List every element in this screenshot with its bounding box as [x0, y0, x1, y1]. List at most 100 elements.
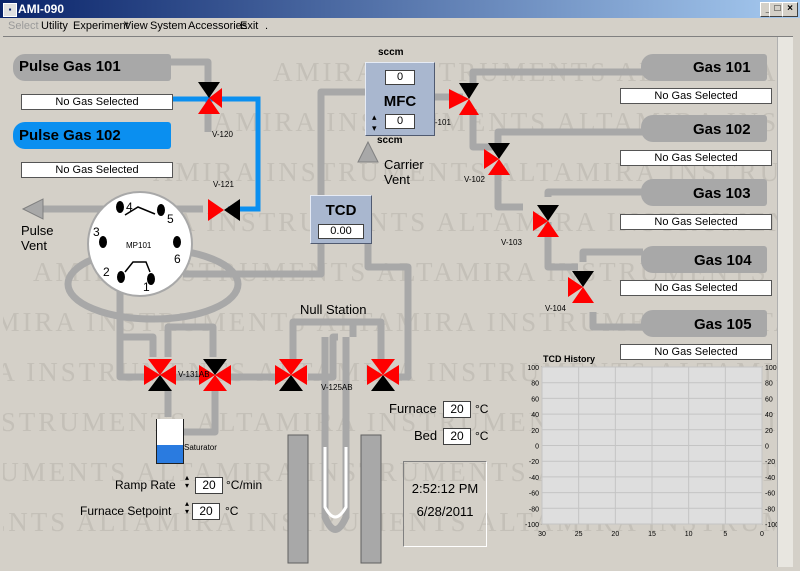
ramp-rate-stepper[interactable]: ▴▾	[185, 473, 190, 490]
y-tick-label: 60	[531, 396, 539, 403]
valve-v131b-icon[interactable]	[199, 357, 231, 393]
valve-label: V-104	[545, 304, 566, 313]
x-tick-label: 25	[575, 531, 583, 538]
port-label: 5	[167, 212, 174, 226]
valve-v125b-icon[interactable]	[367, 357, 399, 393]
furnace-setpoint-unit: °C	[225, 504, 239, 518]
valve-label: V-120	[212, 130, 233, 139]
furnace-label: Furnace	[389, 401, 437, 416]
mfc-unit-top: sccm	[378, 47, 404, 58]
gas-102-select[interactable]: No Gas Selected	[620, 150, 772, 166]
valve-v131a-icon[interactable]	[144, 357, 176, 393]
gas-102-label: Gas 102	[693, 121, 751, 138]
multiport-valve	[87, 191, 193, 297]
valve-label: V-131AB	[178, 370, 210, 379]
menu-system[interactable]: System	[150, 20, 187, 32]
valve-label: V-103	[501, 238, 522, 247]
main-panel: AMIRA INSTRUMENTS ALTAMIRA INSTRUMENTS A…	[3, 36, 793, 567]
tcd-box: TCD 0.00	[310, 195, 372, 244]
y2-tick-label: 100	[765, 365, 777, 372]
y2-tick-label: 20	[765, 428, 773, 435]
gas-103-tank[interactable]	[641, 179, 767, 206]
gas-105-tank[interactable]	[641, 310, 767, 337]
gas-102-tank[interactable]	[641, 115, 767, 142]
mfc-label: MFC	[383, 93, 417, 110]
ramp-rate-unit: °C/min	[226, 478, 263, 492]
valve-label: V-102	[464, 175, 485, 184]
y2-tick-label: 40	[765, 412, 773, 419]
y-tick-label: -100	[525, 522, 539, 529]
furnace-temp: 20	[443, 401, 471, 418]
menu-experiment[interactable]: Experiment	[73, 20, 129, 32]
x-tick-label: 0	[760, 531, 764, 538]
gas-104-tank[interactable]	[641, 246, 767, 273]
bed-temp: 20	[443, 428, 471, 445]
valve-v102-icon[interactable]	[484, 141, 514, 177]
valve-v121-icon[interactable]	[206, 197, 242, 223]
valve-v120-icon[interactable]	[196, 80, 222, 116]
y-tick-label: -20	[529, 459, 539, 466]
port-label: 2	[103, 265, 110, 279]
vertical-scrollbar[interactable]	[777, 37, 793, 567]
gas-104-label: Gas 104	[694, 252, 752, 269]
pulse-gas-101-label: Pulse Gas 101	[19, 58, 121, 75]
y-tick-label: -80	[529, 506, 539, 513]
pulse-vent-label: Pulse	[21, 223, 54, 238]
menu-bar: Select Utility Experiment View System Ac…	[0, 18, 800, 35]
gas-105-label: Gas 105	[694, 316, 752, 333]
y2-tick-label: -80	[765, 506, 775, 513]
valve-v104-icon[interactable]	[568, 269, 598, 305]
pulse-gas-102-select[interactable]: No Gas Selected	[21, 162, 173, 178]
furnace-setpoint-stepper[interactable]: ▴▾	[185, 499, 190, 516]
pulse-gas-101-select[interactable]: No Gas Selected	[21, 94, 173, 110]
valve-v101-icon[interactable]	[449, 81, 479, 117]
y-tick-label: -40	[529, 475, 539, 482]
tcd-value: 0.00	[318, 224, 364, 239]
menu-dot[interactable]: .	[265, 20, 269, 32]
furnace-unit: °C	[475, 402, 489, 416]
piping-diagram	[21, 58, 643, 564]
valve-v103-icon[interactable]	[533, 203, 563, 239]
menu-exit[interactable]: Exit	[240, 20, 259, 32]
bed-unit: °C	[475, 429, 489, 443]
y2-tick-label: -100	[765, 522, 779, 529]
pulse-gas-102-tank[interactable]	[13, 122, 171, 149]
menu-accessories[interactable]: Accessories	[188, 20, 248, 32]
port-label: 4	[126, 200, 133, 214]
gas-101-tank[interactable]	[641, 54, 767, 81]
clock-display: 2:52:12 PM 6/28/2011	[403, 461, 487, 547]
menu-utility[interactable]: Utility	[41, 20, 68, 32]
tcd-history-chart: 100806040200-20-40-60-80-100100806040200…	[525, 365, 779, 538]
saturator-label: Saturator	[184, 443, 217, 452]
mfc-setpoint[interactable]: 0	[385, 114, 415, 129]
pulse-gas-101-tank[interactable]	[13, 54, 171, 81]
port-label: 6	[174, 252, 181, 266]
saturator-liquid	[157, 445, 183, 463]
y2-tick-label: 80	[765, 381, 773, 388]
y2-tick-label: -20	[765, 459, 775, 466]
x-tick-label: 20	[611, 531, 619, 538]
valve-v125a-icon[interactable]	[275, 357, 307, 393]
labview-icon: ▪	[3, 3, 17, 17]
furnace-setpoint-input[interactable]: 20	[192, 503, 220, 520]
gas-105-select[interactable]: No Gas Selected	[620, 344, 772, 360]
multiport-valve-label: MP101	[126, 241, 152, 250]
y-tick-label: -60	[529, 491, 539, 498]
port-label: 1	[143, 280, 150, 294]
menu-view[interactable]: View	[124, 20, 148, 32]
menu-select[interactable]: Select	[8, 20, 39, 32]
close-button[interactable]: ×	[782, 2, 798, 17]
gas-101-select[interactable]: No Gas Selected	[620, 88, 772, 104]
ramp-rate-input[interactable]: 20	[195, 477, 223, 494]
gas-103-select[interactable]: No Gas Selected	[620, 214, 772, 230]
gas-104-select[interactable]: No Gas Selected	[620, 280, 772, 296]
clock-time: 2:52:12 PM	[411, 481, 479, 496]
valve-label: V-101	[430, 118, 451, 127]
x-tick-label: 10	[685, 531, 693, 538]
y-tick-label: 20	[531, 428, 539, 435]
gas-103-label: Gas 103	[693, 185, 751, 202]
window-title: AMI-090	[18, 2, 65, 16]
x-tick-label: 5	[723, 531, 727, 538]
tcd-label: TCD	[325, 202, 357, 219]
mfc-setpoint-stepper[interactable]: ▴▾	[372, 112, 377, 133]
